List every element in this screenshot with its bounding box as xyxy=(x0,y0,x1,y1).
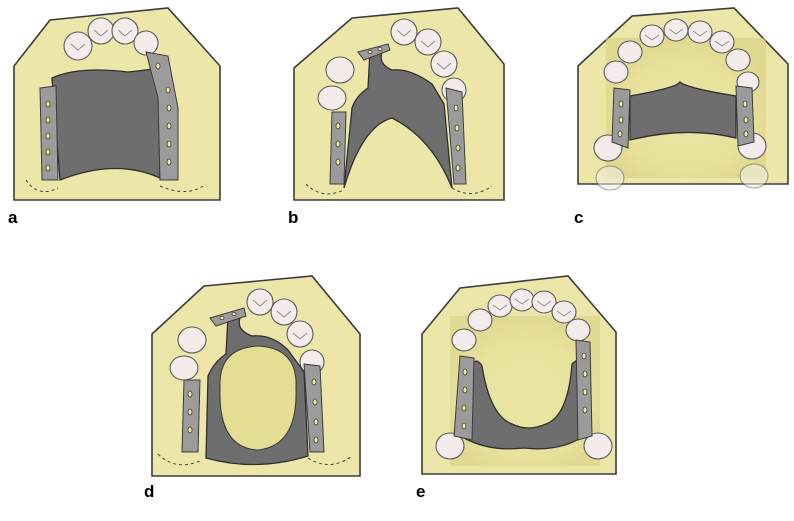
panel-label-a: a xyxy=(8,208,18,227)
panel-e-left-bar xyxy=(453,355,475,441)
panel-c-major-connector xyxy=(629,80,737,141)
panel-e-diagram xyxy=(421,275,617,475)
panel-c-right-bar xyxy=(735,85,755,147)
panel-d-right-bar xyxy=(303,363,325,453)
panel-d-left-bar xyxy=(181,379,201,453)
panel-label-c: c xyxy=(574,208,584,227)
panel-a-retention-holes xyxy=(45,62,172,172)
panel-c-diagram xyxy=(577,7,789,191)
panel-e-teeth xyxy=(435,288,613,460)
panel-a-teeth xyxy=(63,17,159,61)
panel-d-dash-left xyxy=(157,453,203,466)
panel-b-major-connector xyxy=(343,49,453,189)
panel-b-right-bar xyxy=(445,87,467,185)
panel-e-major-connector xyxy=(463,354,585,450)
panel-d-rest xyxy=(209,307,247,327)
panel-b-dash-right xyxy=(451,185,493,194)
panel-c-retention-holes xyxy=(617,100,749,138)
panel-label-d: d xyxy=(144,482,155,501)
panel-d-palate-opening xyxy=(219,345,297,451)
panel-d-dash-right xyxy=(307,455,353,465)
panel-b-diagram xyxy=(293,7,505,201)
panel-b-dash-left xyxy=(305,183,345,195)
panel-b-retention-holes xyxy=(335,47,461,172)
panel-e-retention-holes xyxy=(461,352,588,430)
panel-label-b: b xyxy=(288,208,299,227)
panel-b-teeth xyxy=(317,18,467,111)
panel-a-dash-left xyxy=(25,179,59,193)
panel-a-diagram xyxy=(13,7,221,201)
panel-a-dash-right xyxy=(159,183,207,192)
panel-label-e: e xyxy=(416,482,426,501)
panel-a-right-bar xyxy=(145,51,179,181)
panel-d-diagram xyxy=(151,275,361,477)
panel-d-retention-holes xyxy=(187,312,319,444)
panel-a-major-connector xyxy=(51,67,161,181)
panel-b-left-bar xyxy=(329,111,347,185)
